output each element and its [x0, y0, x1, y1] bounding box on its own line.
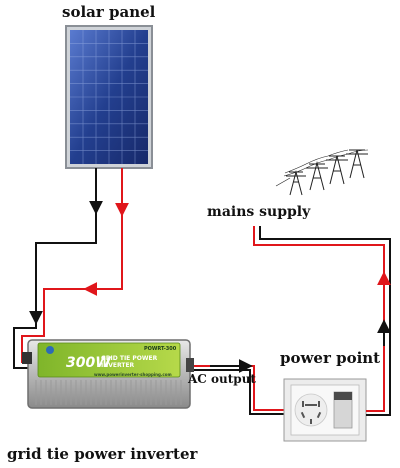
power-pylons-icon [275, 149, 369, 196]
inverter-power-rating: 300W [66, 355, 111, 371]
dc-wiring [13, 168, 129, 369]
power-point-label: power point [280, 349, 381, 367]
ac-output-wiring [194, 359, 296, 415]
inverter-dc-terminal [22, 352, 32, 364]
inverter-product-name: GRID TIE POWER INVERTER [101, 355, 158, 369]
inverter-logo-icon [46, 346, 54, 354]
inverter-label: grid tie power inverter [7, 445, 198, 463]
mains-wiring [253, 226, 391, 416]
ac-output-label: AC output [188, 372, 256, 386]
mains-live-wire [253, 226, 385, 412]
power-point-socket [283, 378, 367, 442]
grid-tie-inverter [22, 339, 194, 409]
solar-panel [65, 25, 153, 169]
ac-neutral-wire [194, 369, 296, 415]
inverter-cooling-fins [35, 380, 182, 405]
inverter-ac-terminal [186, 358, 194, 372]
solar-panel-label: solar panel [62, 3, 156, 21]
inverter-model: POWRT-300 [144, 346, 177, 352]
dc-negative-wire [13, 168, 97, 369]
mains-supply-label: mains supply [207, 204, 311, 220]
solar-panel-cell-grid [70, 30, 148, 164]
inverter-url: www.powerinverter-shopping.com [94, 372, 172, 377]
mains-neutral-wire [259, 226, 391, 416]
